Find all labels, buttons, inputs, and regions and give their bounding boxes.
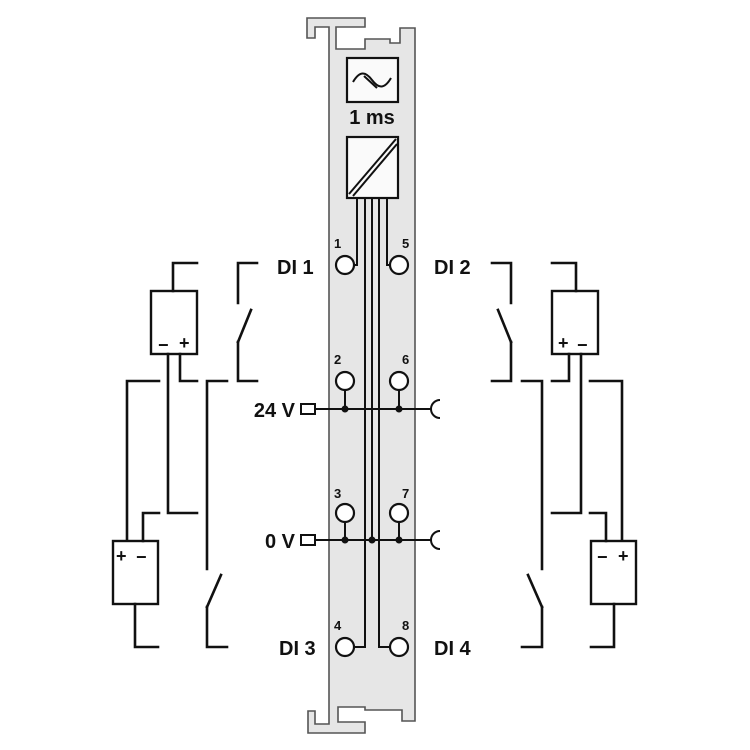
sensor-bottom-left: + −	[111, 379, 161, 649]
terminal-number: 6	[402, 352, 409, 367]
switch-di2	[490, 261, 513, 383]
terminal-stubs	[344, 390, 400, 540]
terminal-2[interactable]: 2	[334, 352, 356, 392]
sine-wave-filter-icon	[345, 56, 400, 104]
terminal-number: 3	[334, 486, 341, 501]
terminal-number: 5	[402, 236, 409, 251]
plus-sign: +	[116, 546, 127, 566]
plus-sign: +	[179, 333, 190, 353]
sensor-top-left: − +	[149, 261, 199, 515]
supply-0v-label: 0 V	[265, 531, 296, 553]
minus-sign: −	[136, 547, 147, 567]
terminal-1[interactable]: 1	[334, 236, 356, 276]
minus-sign: −	[597, 547, 608, 567]
terminal-number: 4	[334, 618, 342, 633]
terminal-6[interactable]: 6	[388, 352, 409, 392]
minus-sign: −	[577, 335, 588, 355]
sensor-top-right: + −	[550, 261, 600, 515]
terminal-8[interactable]: 8	[388, 618, 409, 658]
terminal-number: 7	[402, 486, 409, 501]
di3-label: DI 3	[279, 638, 316, 660]
supply-24v-label: 24 V	[254, 400, 296, 422]
di2-label: DI 2	[434, 257, 471, 279]
dc-dc-converter-icon	[345, 135, 400, 200]
terminal-5[interactable]: 5	[388, 236, 409, 276]
di4-label: DI 4	[434, 638, 472, 660]
sensor-bottom-right: − +	[588, 379, 638, 649]
plus-sign: +	[618, 546, 629, 566]
terminal-number: 2	[334, 352, 341, 367]
switch-di4	[520, 379, 544, 649]
terminal-7[interactable]: 7	[388, 486, 409, 524]
terminal-4[interactable]: 4	[334, 618, 356, 658]
filter-time-label: 1 ms	[349, 107, 395, 129]
switch-di3	[205, 379, 229, 649]
di1-label: DI 1	[277, 257, 314, 279]
terminal-number: 1	[334, 236, 341, 251]
terminal-number: 8	[402, 618, 409, 633]
switch-di1	[236, 261, 259, 383]
terminal-3[interactable]: 3	[334, 486, 356, 524]
minus-sign: −	[158, 335, 169, 355]
plus-sign: +	[558, 333, 569, 353]
